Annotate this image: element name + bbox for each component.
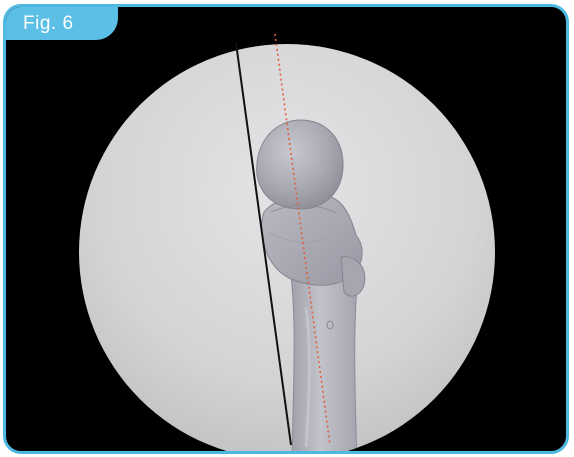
figure-label: Fig. 6 [6,7,118,40]
femoral-head [257,120,343,209]
xray-view [6,7,566,451]
figure-frame: Fig. 6 [3,4,569,454]
